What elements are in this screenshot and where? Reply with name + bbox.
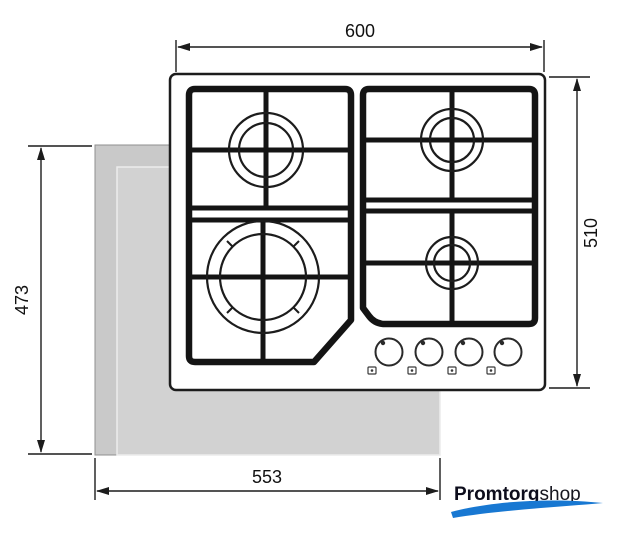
knob-2	[407, 337, 444, 375]
right-grate-frame	[359, 85, 539, 328]
burner-tick	[293, 240, 300, 247]
burner-tick	[226, 240, 233, 247]
knob-1	[367, 337, 404, 375]
burner-tick	[293, 307, 300, 314]
knob-marker	[420, 340, 426, 346]
hob-body	[168, 72, 547, 392]
burner-indicator-dot	[489, 369, 493, 372]
dimension-cutout-width: 553	[94, 458, 441, 500]
burner-ring-inner	[428, 116, 476, 164]
arrowhead-right	[530, 43, 543, 51]
burner-ring-outer	[227, 111, 305, 189]
burner-ring-outer	[419, 107, 485, 173]
knob-icon	[454, 337, 484, 367]
dimension-cutout-depth: 473	[12, 145, 92, 455]
burner-indicator-icon	[447, 366, 457, 375]
dimension-label-600: 600	[345, 21, 375, 41]
knob-icon	[374, 337, 404, 367]
burner-indicator-dot	[450, 369, 454, 372]
logo-swoosh-icon	[451, 500, 603, 518]
hob-outline	[168, 72, 547, 392]
knob-icon	[414, 337, 444, 367]
knob-marker	[460, 340, 466, 346]
knob-4	[486, 337, 523, 375]
dimension-hob-width: 600	[175, 21, 545, 72]
left-grate-frame	[185, 85, 355, 366]
burner-tick	[226, 307, 233, 314]
burner-indicator-dot	[410, 369, 414, 372]
burner-rear-right	[419, 107, 485, 173]
arrowhead-top	[37, 147, 45, 160]
knob-3	[447, 337, 484, 375]
knob-icon	[493, 337, 523, 367]
dimension-label-510: 510	[581, 218, 601, 248]
right-grate	[359, 85, 539, 328]
logo-part-promtorg: Promtorg	[454, 484, 540, 505]
arrowhead-bottom	[573, 374, 581, 387]
burner-ring-outer	[205, 219, 321, 335]
control-knobs	[367, 337, 523, 375]
dimension-hob-depth: 510	[549, 76, 601, 389]
burner-ring-inner	[237, 121, 295, 179]
burner-indicator-icon	[367, 366, 377, 375]
logo: Promtorgshop	[451, 484, 603, 518]
knob-marker	[499, 340, 505, 346]
burner-ring-inner	[218, 232, 308, 322]
knob-marker	[380, 340, 386, 346]
arrowhead-top	[573, 78, 581, 91]
logo-part-shop: shop	[540, 484, 581, 505]
left-grate	[185, 85, 355, 366]
arrowhead-bottom	[37, 440, 45, 453]
arrowhead-left	[96, 487, 109, 495]
arrowhead-left	[177, 43, 190, 51]
burner-indicator-icon	[486, 366, 496, 375]
burner-front-right	[424, 235, 480, 291]
burner-ring-outer	[424, 235, 480, 291]
dimension-label-473: 473	[12, 285, 32, 315]
burner-indicator-dot	[370, 369, 374, 372]
burner-indicator-icon	[407, 366, 417, 375]
burner-ring-inner	[432, 243, 472, 283]
burner-rear-left	[227, 111, 305, 189]
dimension-label-553: 553	[252, 467, 282, 487]
burner-front-left-wok	[205, 219, 321, 335]
arrowhead-right	[426, 487, 439, 495]
logo-text: Promtorgshop	[454, 484, 581, 505]
